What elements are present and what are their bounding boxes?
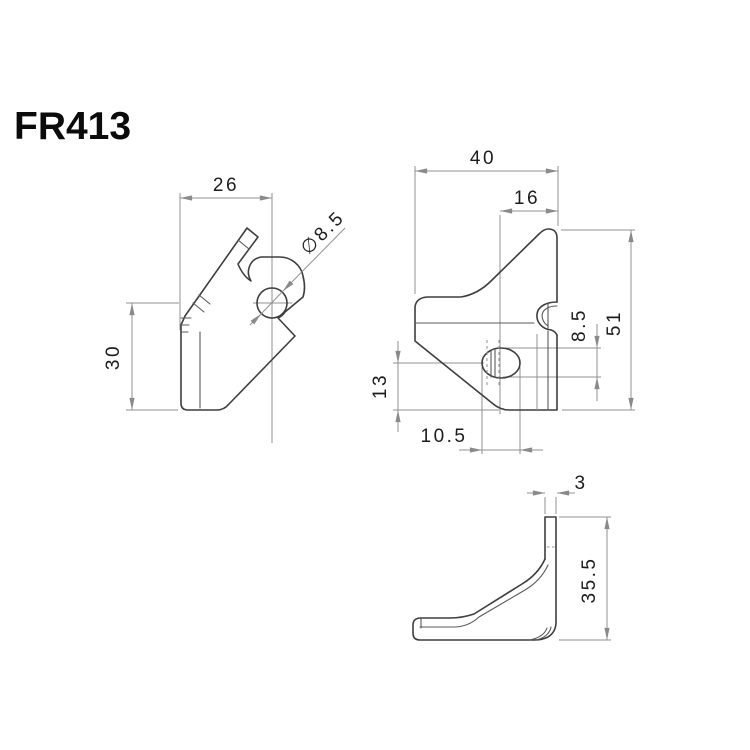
dim-label-hole-diameter: ∅8.5	[297, 207, 349, 259]
extension-line	[561, 229, 635, 411]
profile-view: 3 35.5	[412, 473, 611, 641]
hole-wall-lines	[490, 349, 496, 378]
leader-line	[282, 227, 346, 292]
dim-label-hole-height: 8.5	[569, 308, 590, 342]
extension-line	[503, 347, 601, 378]
dim-label-hole-to-bottom: 13	[370, 373, 391, 399]
leader-line	[249, 313, 262, 326]
bend-line	[192, 302, 205, 313]
dim-label-front-width: 40	[470, 148, 496, 169]
gusset-inner-edge	[419, 564, 549, 628]
corner-bend-detail	[535, 626, 552, 641]
hem-detail	[180, 317, 192, 333]
leader-line	[260, 290, 284, 315]
mounting-hole	[256, 287, 288, 319]
dim-label-front-height: 51	[604, 310, 625, 336]
dim-label-profile-height: 35.5	[579, 557, 600, 604]
side-view: 26 30 ∅8.5	[103, 175, 349, 443]
bracket-front-outline	[414, 228, 558, 411]
corner-bend-detail	[529, 627, 548, 641]
mounting-hole-projected	[481, 347, 521, 379]
bracket-profile-outline	[412, 516, 557, 641]
extension-line	[544, 497, 557, 514]
dim-label-side-width: 26	[213, 175, 239, 196]
bend-line	[198, 294, 211, 305]
dim-label-hole-width: 10.5	[421, 426, 468, 447]
extension-line	[393, 362, 499, 411]
dim-label-hole-offset: 16	[514, 188, 540, 209]
dim-label-thickness: 3	[574, 473, 587, 494]
bend-line	[237, 239, 250, 250]
extension-line	[559, 516, 611, 641]
part-number: FR413	[14, 105, 131, 148]
retainer-notch	[536, 301, 558, 336]
retainer-notch-inner	[541, 305, 558, 327]
bracket-side-outline	[180, 227, 306, 411]
front-view: 40 16 51 8.5 13 10.5	[370, 148, 635, 454]
hole-hidden-lines	[486, 340, 500, 387]
dim-label-side-height: 30	[103, 344, 124, 370]
gusset-outer-edge	[420, 558, 546, 619]
